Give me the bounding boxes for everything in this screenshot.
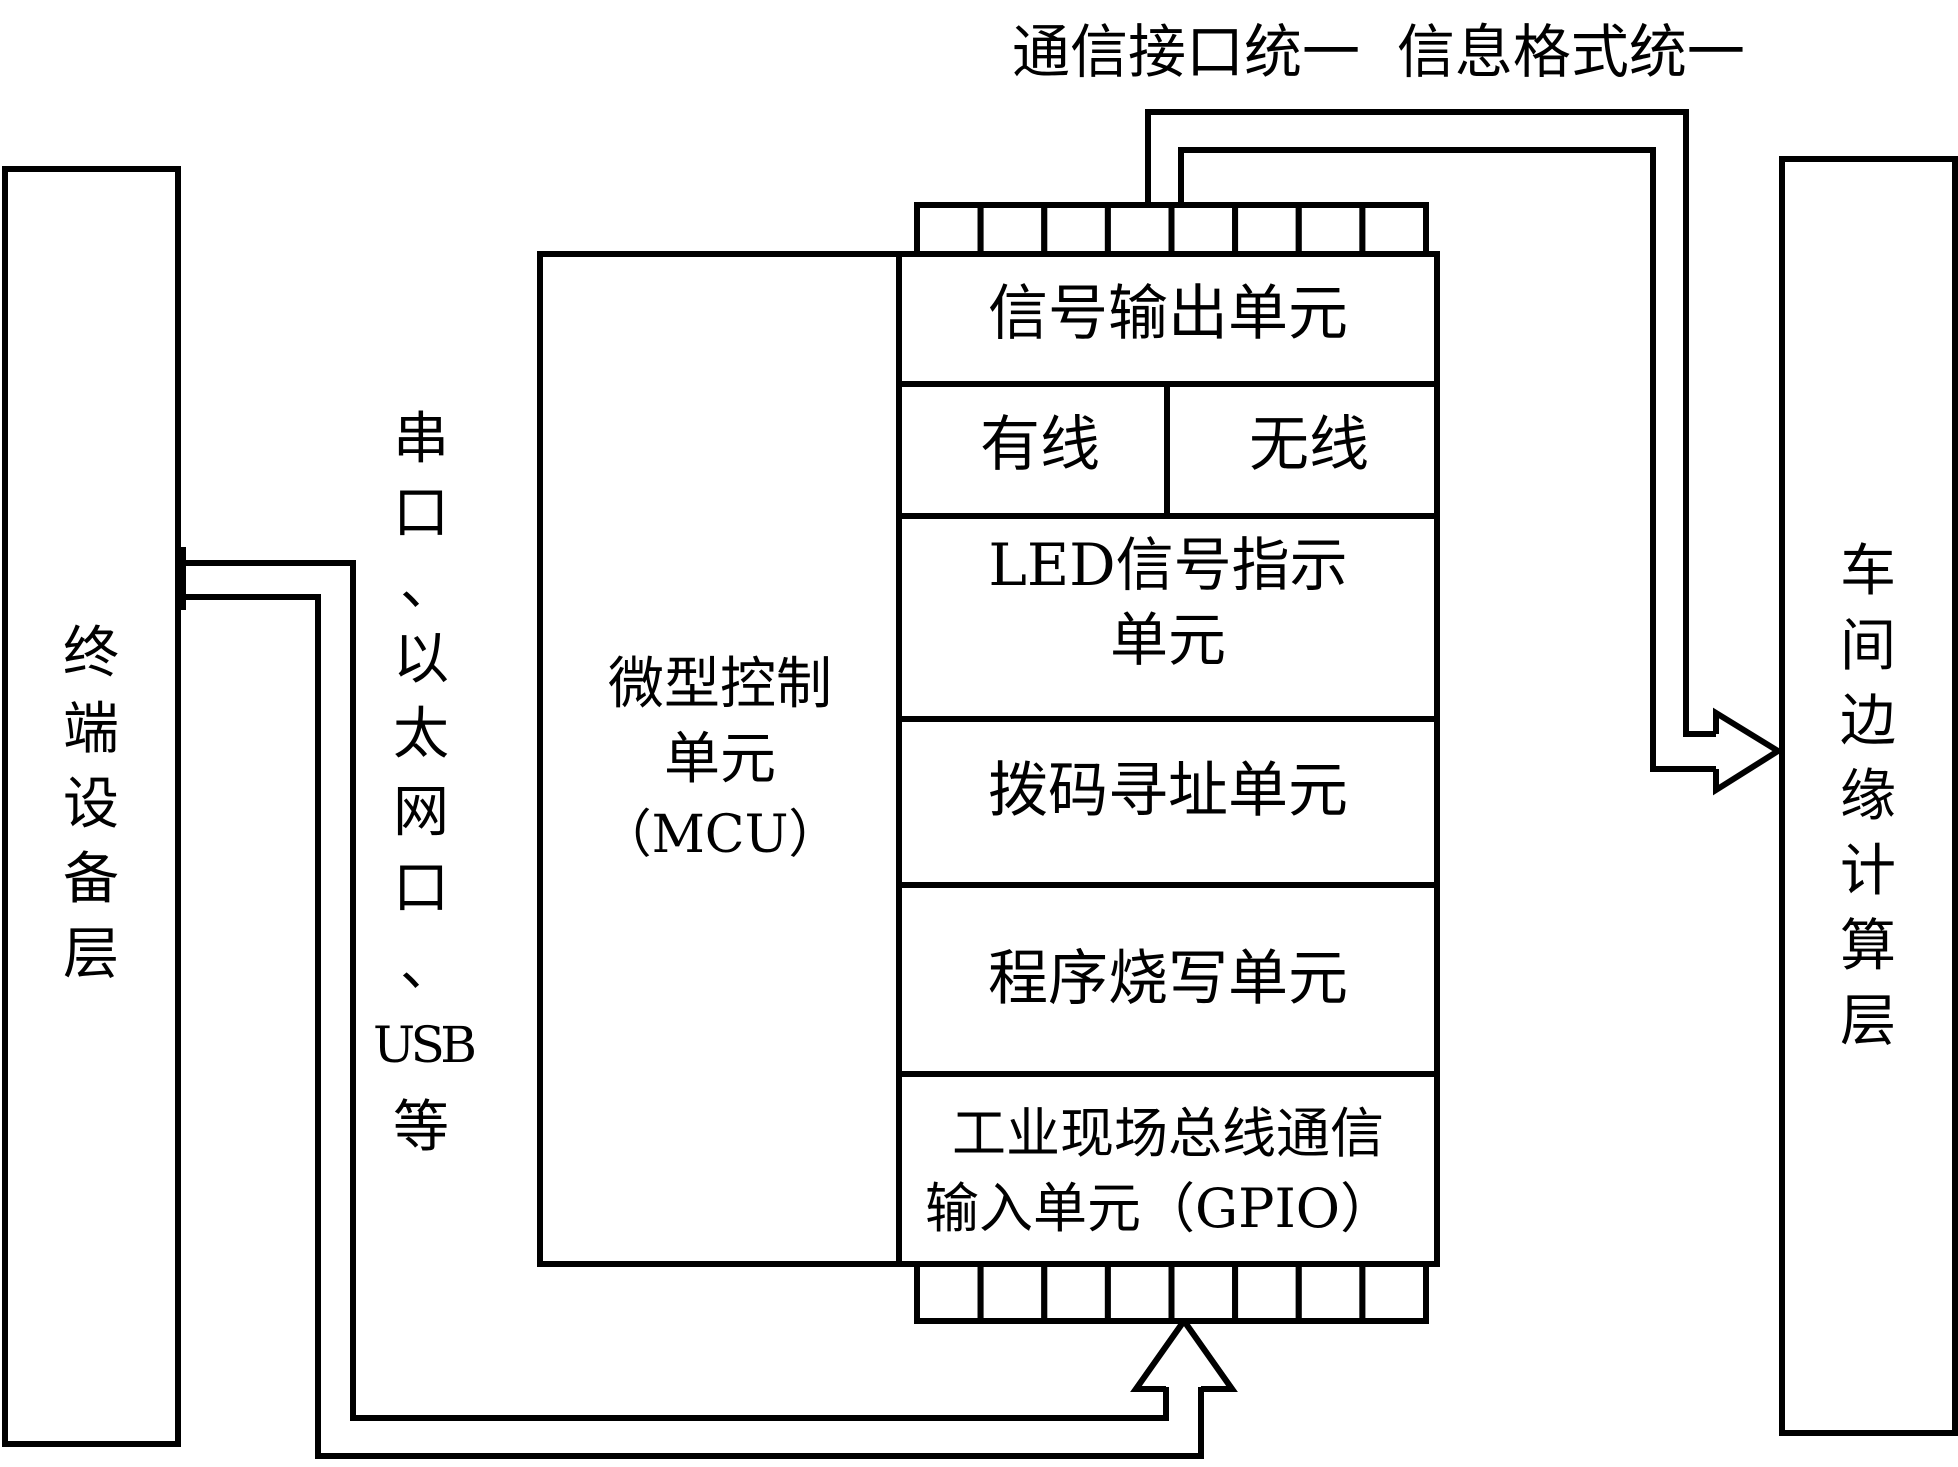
- top-connector-strip: [914, 202, 1430, 257]
- program-burn-unit: 程序烧写单元: [988, 944, 1348, 1014]
- terminal-label-char: 端: [63, 697, 119, 762]
- wired-unit: 有线: [980, 410, 1100, 480]
- arrow-up-icon: [1140, 1324, 1228, 1387]
- interface-label-char: 串: [393, 407, 449, 472]
- bottom-connector-pin: [1168, 1261, 1239, 1324]
- bottom-connector-pin: [1232, 1261, 1302, 1324]
- top-connector-pin: [1359, 202, 1430, 257]
- terminal-device-layer: 终 端 设 备 层: [2, 166, 186, 1447]
- bottom-connector-pin: [1295, 1261, 1366, 1324]
- diagram-title: 通信接口统一 信息格式统一: [1012, 18, 1745, 86]
- terminal-port-stub: [176, 547, 186, 610]
- edge-label-char: 间: [1840, 614, 1896, 679]
- wireless-unit: 无线: [1249, 410, 1369, 480]
- signal-output-unit: 信号输出单元: [988, 279, 1348, 349]
- top-connector-pin: [1041, 202, 1111, 257]
- led-indicator-unit-line2: 单元: [1110, 606, 1226, 674]
- bottom-connector-pin: [1104, 1261, 1175, 1324]
- mcu-label-line3: （MCU）: [600, 805, 841, 865]
- edge-label-char: 算: [1840, 914, 1896, 979]
- bottom-connector-pin: [1041, 1261, 1111, 1324]
- mcu-label-line1: 微型控制: [608, 652, 832, 717]
- fieldbus-input-unit-line1: 工业现场总线通信: [952, 1102, 1384, 1165]
- interface-label-char: 等: [393, 1095, 449, 1160]
- gateway-to-edge-connection: [1145, 109, 1784, 796]
- edge-label-char: 缘: [1840, 764, 1896, 829]
- interface-label-char: 太: [393, 702, 449, 767]
- edge-computing-layer-box: [1779, 156, 1958, 1436]
- edge-label-char: 层: [1840, 989, 1896, 1054]
- arrow-right-icon: [1713, 707, 1784, 796]
- top-connector-pin: [1232, 202, 1302, 257]
- gateway-outer-box: [537, 251, 1440, 1267]
- bottom-connector-pin: [914, 1261, 984, 1324]
- interface-label-char: 、: [400, 553, 456, 618]
- interface-label-char: 以: [393, 627, 449, 692]
- top-connector-pin: [914, 202, 984, 257]
- interface-label-char: 、: [400, 934, 456, 999]
- bottom-connector-pin: [977, 1261, 1048, 1324]
- terminal-label-char: 终: [63, 621, 119, 686]
- uplink-line-inner: [1178, 147, 1716, 772]
- edge-label-char: 计: [1840, 839, 1896, 904]
- fieldbus-input-unit-line2: 输入单元（GPIO）: [925, 1177, 1394, 1240]
- interface-label-char: USB: [373, 1016, 477, 1074]
- edge-label-char: 车: [1840, 539, 1896, 604]
- led-indicator-unit-line1: LED信号指示: [988, 531, 1347, 599]
- uplink-line-outer: [1145, 109, 1716, 737]
- interface-label-char: 口: [393, 481, 449, 546]
- bottom-connector-pin: [1359, 1261, 1430, 1324]
- top-connector-pin: [1168, 202, 1239, 257]
- gateway-device: 微型控制 单元 （MCU） 信号输出单元 有线 无线 LED信号指示 单元 拨码…: [537, 202, 1440, 1324]
- terminal-label-char: 层: [63, 922, 119, 987]
- edge-label-char: 边: [1840, 689, 1896, 754]
- top-connector-pin: [1295, 202, 1366, 257]
- mcu-unit: 微型控制 单元 （MCU）: [600, 652, 841, 865]
- edge-computing-layer: 车 间 边 缘 计 算 层: [1779, 156, 1958, 1436]
- dip-address-unit: 拨码寻址单元: [988, 756, 1348, 826]
- bottom-connector-strip: [914, 1261, 1430, 1324]
- terminal-device-layer-box: [2, 166, 181, 1447]
- top-connector-pin: [1104, 202, 1175, 257]
- top-connector-pin: [977, 202, 1048, 257]
- terminal-label-char: 设: [63, 772, 119, 837]
- edge-computing-layer-label: 车 间 边 缘 计 算 层: [1840, 539, 1896, 1054]
- interface-types-label: 串 口 、 以 太 网 口 、 USB 等: [373, 407, 477, 1160]
- terminal-device-layer-label: 终 端 设 备 层: [63, 621, 119, 987]
- interface-label-char: 口: [393, 856, 449, 921]
- mcu-label-line2: 单元: [664, 727, 776, 792]
- terminal-label-char: 备: [63, 847, 119, 912]
- interface-label-char: 网: [393, 780, 449, 845]
